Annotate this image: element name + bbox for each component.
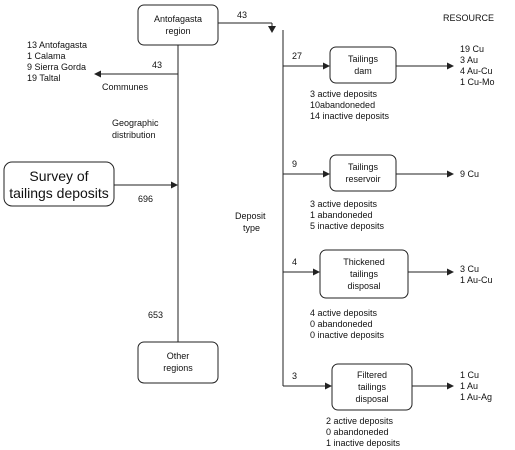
to-dam-arrowhead [323, 62, 330, 70]
deposit-status-item: 0 abandoneded [326, 427, 389, 437]
annotations: Communes Geographic distribution Deposit… [102, 13, 494, 233]
survey-label-line-2: tailings deposits [9, 185, 109, 201]
antofagasta-label-line-2: region [165, 26, 190, 36]
resource-item: 19 Cu [460, 44, 484, 54]
resource-header: RESOURCE [443, 13, 494, 23]
thickened-label-line-1: Thickened [343, 257, 385, 267]
thickened-label-line-2: tailings [350, 269, 379, 279]
other-regions-count: 653 [148, 310, 163, 320]
branch-top-arrowhead [268, 26, 276, 33]
communes-list: 13 Antofagasta 1 Calama 9 Sierra Gorda 1… [27, 40, 87, 83]
thickened-count: 4 [292, 257, 297, 267]
antofagasta-box [137, 4, 219, 46]
resource-item: 1 Cu [460, 370, 479, 380]
communes-count: 43 [152, 60, 162, 70]
deposit-status-item: 0 inactive deposits [310, 330, 385, 340]
deposit-status-item: 2 active deposits [326, 416, 394, 426]
resource-item: 3 Cu [460, 264, 479, 274]
other-regions-box [137, 341, 219, 384]
reservoir-resources: 9 Cu [460, 169, 479, 179]
communes-list-item: 9 Sierra Gorda [27, 62, 86, 72]
resource-item: 9 Cu [460, 169, 479, 179]
deposit-status-item: 10abandoneded [310, 100, 375, 110]
deposit-status-item: 5 inactive deposits [310, 221, 385, 231]
node-tailings-dam: Tailings dam [329, 46, 397, 84]
node-tailings-reservoir: Tailings reservoir [329, 154, 397, 192]
to-thickened-arrowhead [313, 268, 320, 276]
communes-list-item: 13 Antofagasta [27, 40, 87, 50]
node-thickened-disposal: Thickened tailings disposal [319, 249, 409, 299]
deposit-type-label-line-1: Deposit [235, 211, 266, 221]
node-survey: Survey of tailings deposits [3, 161, 115, 207]
thickened-disposal-box [319, 249, 409, 299]
survey-arrowhead [171, 181, 178, 189]
deposit-status-item: 1 abandoneded [310, 210, 373, 220]
resource-item: 1 Cu-Mo [460, 77, 495, 87]
communes-list-item: 1 Calama [27, 51, 66, 61]
deposit-status-item: 3 active deposits [310, 89, 378, 99]
thickened-resources: 3 Cu 1 Au-Cu [460, 264, 493, 285]
node-other-regions: Other regions [137, 341, 219, 384]
survey-box [3, 161, 115, 207]
other-regions-label-line-1: Other [167, 351, 190, 361]
filtered-resource-arrowhead [447, 382, 454, 390]
dam-deposits: 3 active deposits 10abandoneded 14 inact… [310, 89, 390, 121]
filtered-resources: 1 Cu 1 Au 1 Au-Ag [460, 370, 492, 402]
edge-labels: 43 43 696 653 27 9 4 3 [138, 10, 302, 381]
deposit-type-label-line-2: type [243, 223, 260, 233]
deposit-status-item: 1 inactive deposits [326, 438, 401, 448]
tailings-reservoir-label-line-1: Tailings [348, 162, 379, 172]
other-regions-label-line-2: regions [163, 363, 193, 373]
to-reservoir-arrowhead [323, 170, 330, 178]
dam-count: 27 [292, 51, 302, 61]
filtered-label-line-2: tailings [358, 382, 387, 392]
dam-resource-arrowhead [447, 62, 454, 70]
deposit-status-item: 14 inactive deposits [310, 111, 390, 121]
communes-label: Communes [102, 82, 149, 92]
resource-item: 1 Au [460, 381, 478, 391]
node-antofagasta: Antofagasta region [137, 4, 219, 46]
filtered-count: 3 [292, 371, 297, 381]
antofagasta-out-count: 43 [237, 10, 247, 20]
reservoir-deposits: 3 active deposits 1 abandoneded 5 inacti… [310, 199, 385, 231]
filtered-deposits: 2 active deposits 0 abandoneded 1 inacti… [326, 416, 401, 448]
thickened-label-line-3: disposal [347, 281, 380, 291]
filtered-disposal-box [331, 363, 413, 411]
geographic-label-line-1: Geographic [112, 118, 159, 128]
deposit-status-item: 4 active deposits [310, 308, 378, 318]
dam-resources: 19 Cu 3 Au 4 Au-Cu 1 Cu-Mo [460, 44, 495, 87]
communes-list-item: 19 Taltal [27, 73, 60, 83]
tailings-reservoir-label-line-2: reservoir [345, 174, 380, 184]
survey-out-count: 696 [138, 194, 153, 204]
filtered-label-line-3: disposal [355, 394, 388, 404]
thickened-deposits: 4 active deposits 0 abandoneded 0 inacti… [310, 308, 385, 340]
reservoir-resource-arrowhead [447, 170, 454, 178]
deposit-status-item: 3 active deposits [310, 199, 378, 209]
tailings-reservoir-box [329, 154, 397, 192]
to-filtered-arrowhead [325, 382, 332, 390]
survey-label-line-1: Survey of [29, 168, 88, 184]
antofagasta-label-line-1: Antofagasta [154, 14, 202, 24]
resource-item: 4 Au-Cu [460, 66, 493, 76]
resource-item: 3 Au [460, 55, 478, 65]
tailings-dam-label-line-1: Tailings [348, 54, 379, 64]
resource-item: 1 Au-Cu [460, 275, 493, 285]
filtered-label-line-1: Filtered [357, 370, 387, 380]
thickened-resource-arrowhead [447, 268, 454, 276]
deposit-status-item: 0 abandoneded [310, 319, 373, 329]
communes-arrowhead [94, 70, 101, 78]
geographic-label-line-2: distribution [112, 130, 156, 140]
node-filtered-disposal: Filtered tailings disposal [331, 363, 413, 411]
tailings-dam-box [329, 46, 397, 84]
resource-item: 1 Au-Ag [460, 392, 492, 402]
reservoir-count: 9 [292, 159, 297, 169]
connectors [94, 22, 454, 390]
tailings-dam-label-line-2: dam [354, 66, 372, 76]
